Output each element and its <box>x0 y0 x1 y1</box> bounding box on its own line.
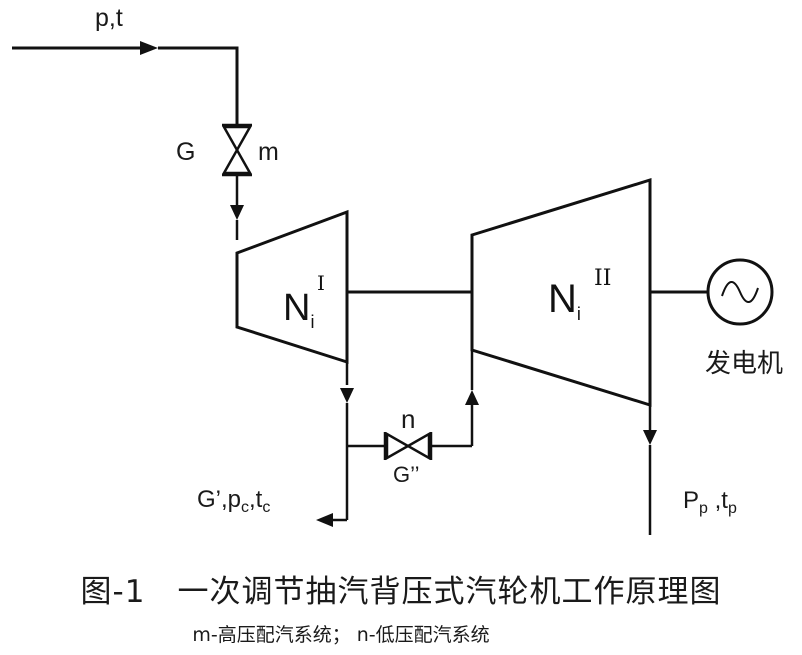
lp-exhaust-line <box>643 405 657 535</box>
hp-turbine-label: Ni <box>283 287 314 332</box>
inlet-valve-name-label: m <box>258 138 279 166</box>
extraction-label: G’,pc,tc <box>197 486 270 516</box>
hp-feed-line <box>230 175 244 240</box>
lp-turbine-sup: II <box>594 266 611 291</box>
hp-turbine-sub: i <box>310 312 314 332</box>
generator-icon <box>706 258 774 326</box>
bypass-valve-name-label: n <box>401 404 415 434</box>
figure-caption: 图-1 一次调节抽汽背压式汽轮机工作原理图 <box>80 574 722 610</box>
figure-note: m-高压配汽系统； n-低压配汽系统 <box>192 624 490 646</box>
generator-label: 发电机 <box>705 349 783 379</box>
hp-turbine-N: N <box>283 287 310 329</box>
inlet-valve-m <box>221 123 253 177</box>
hp-exhaust-line <box>340 362 354 520</box>
bypass-valve-n <box>383 431 433 461</box>
bypass-line <box>347 350 479 448</box>
bypass-valve-flow-label: G’’ <box>393 462 420 487</box>
lp-turbine-label: Ni <box>548 277 581 324</box>
exhaust-label: Pp ,tp <box>683 487 737 517</box>
extraction-line <box>316 513 347 527</box>
lp-turbine-N: N <box>548 277 577 321</box>
lp-turbine-sub: i <box>577 304 581 324</box>
inlet-line <box>12 41 239 125</box>
inlet-valve-flow-label: G <box>176 138 195 166</box>
inlet-label: p,t <box>95 4 123 32</box>
hp-turbine-sup: I <box>317 271 325 295</box>
